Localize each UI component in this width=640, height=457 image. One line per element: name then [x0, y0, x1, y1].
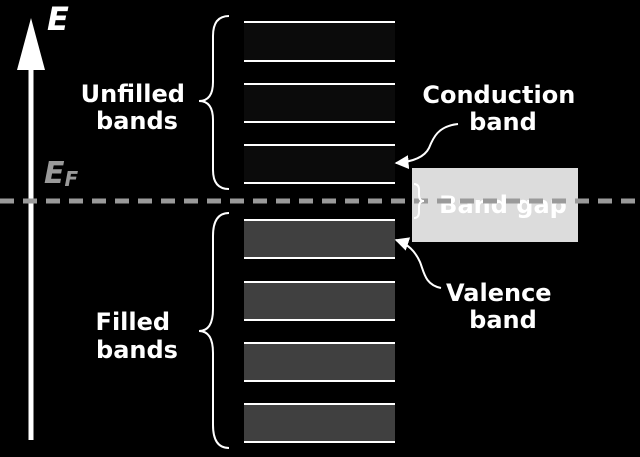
unfilled-band-fill-3 [244, 145, 395, 183]
valence-band-label: Valence band [446, 279, 560, 334]
valence-band-arrow [394, 237, 442, 289]
filled-band-fill-3 [244, 343, 395, 381]
unfilled-bands-label: Unfilled bands [81, 80, 194, 135]
filled-band-fill-1 [244, 220, 395, 258]
unfilled-bands-brace [198, 15, 230, 190]
fermi-level-label: EF [44, 156, 79, 191]
band-gap-brace [413, 183, 425, 219]
filled-bands-label: Filled bands [96, 308, 179, 364]
band-gap-label: Band gap [439, 191, 567, 219]
band-gap-box [412, 168, 578, 242]
filled-bands-brace [198, 212, 230, 449]
conduction-band-arrow [394, 123, 459, 170]
filled-bands-group [244, 219, 395, 443]
energy-axis-label: E [47, 0, 69, 38]
unfilled-bands-group [244, 21, 395, 184]
filled-band-fill-4 [244, 404, 395, 442]
conduction-band-label: Conduction band [422, 81, 583, 136]
unfilled-band-fill-2 [244, 84, 395, 122]
unfilled-band-fill-1 [244, 22, 395, 61]
energy-axis-arrowhead [17, 18, 45, 70]
filled-band-fill-2 [244, 282, 395, 320]
